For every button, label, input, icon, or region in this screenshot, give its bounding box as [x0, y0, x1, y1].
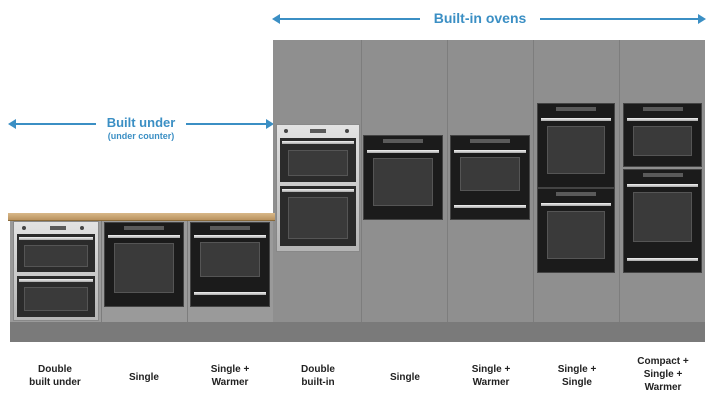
column-label: Double built under: [12, 363, 98, 389]
column-divider: [619, 40, 620, 322]
oven-window: [114, 243, 174, 293]
label-line: Single +: [210, 364, 250, 375]
column-label: Single + Single: [534, 363, 620, 389]
oven-window: [24, 245, 88, 267]
built-in-ovens-heading: Built-in ovens: [433, 10, 527, 26]
label-line: Single: [128, 372, 159, 383]
arrow-line-right: [540, 18, 700, 20]
display-panel: [470, 139, 510, 143]
door-handle: [19, 237, 93, 240]
door-handle: [19, 279, 93, 282]
label-line: Single: [561, 377, 592, 388]
built-under-heading: Built under: [106, 115, 176, 130]
door-handle: [627, 184, 698, 187]
plinth: [10, 322, 705, 342]
oven-window: [288, 197, 348, 239]
warmer-handle: [454, 205, 526, 208]
label-line: built under: [29, 377, 81, 388]
oven-window: [373, 158, 433, 206]
arrow-line-left: [14, 123, 96, 125]
label-line: Warmer: [644, 382, 682, 393]
display-panel: [643, 107, 683, 111]
door-handle: [541, 203, 611, 206]
label-line: Compact +: [637, 356, 689, 367]
column-divider: [533, 40, 534, 322]
label-line: Single +: [557, 364, 597, 375]
oven-window: [200, 242, 260, 277]
column-label: Compact + Single + Warmer: [620, 355, 706, 394]
display-panel: [310, 129, 326, 133]
door-handle: [282, 141, 354, 144]
column-label: Single: [101, 371, 187, 384]
oven-window: [460, 157, 520, 191]
display-panel: [556, 107, 596, 111]
column-divider: [187, 220, 188, 322]
door-handle: [454, 150, 526, 153]
column-label: Single + Warmer: [448, 363, 534, 389]
door-handle: [627, 118, 698, 121]
oven-window: [633, 192, 692, 242]
warmer-handle: [194, 292, 266, 295]
control-knob: [22, 226, 26, 230]
label-line: Warmer: [472, 377, 510, 388]
door-handle: [367, 150, 439, 153]
built-under-subheading: (under counter): [107, 131, 175, 141]
column-label: Single: [362, 371, 448, 384]
display-panel: [210, 226, 250, 230]
arrow-line-left: [278, 18, 420, 20]
label-line: Double: [301, 364, 335, 375]
control-knob: [284, 129, 288, 133]
arrow-right-head: [266, 119, 274, 129]
label-line: Double: [38, 364, 72, 375]
arrow-left-head: [272, 14, 280, 24]
display-panel: [124, 226, 164, 230]
column-divider: [447, 40, 448, 322]
warmer-handle: [627, 258, 698, 261]
display-panel: [556, 192, 596, 196]
arrow-left-head: [8, 119, 16, 129]
arrow-right-head: [698, 14, 706, 24]
column-divider: [361, 40, 362, 322]
display-panel: [50, 226, 66, 230]
oven-window: [24, 287, 88, 311]
display-panel: [643, 173, 683, 177]
label-line: Single +: [471, 364, 511, 375]
worktop: [8, 213, 275, 221]
column-divider: [101, 220, 102, 322]
display-panel: [383, 139, 423, 143]
oven-window: [547, 126, 605, 174]
label-line: Single: [389, 372, 420, 383]
control-knob: [345, 129, 349, 133]
oven-window: [633, 126, 692, 156]
door-handle: [108, 235, 180, 238]
label-line: Single +: [643, 369, 683, 380]
door-handle: [541, 118, 611, 121]
label-line: Warmer: [211, 377, 249, 388]
door-handle: [194, 235, 266, 238]
label-line: built-in: [301, 377, 335, 388]
column-label: Single + Warmer: [187, 363, 273, 389]
door-handle: [282, 189, 354, 192]
column-label: Double built-in: [275, 363, 361, 389]
arrow-line-right: [186, 123, 268, 125]
oven-window: [547, 211, 605, 259]
oven-window: [288, 150, 348, 176]
control-knob: [80, 226, 84, 230]
